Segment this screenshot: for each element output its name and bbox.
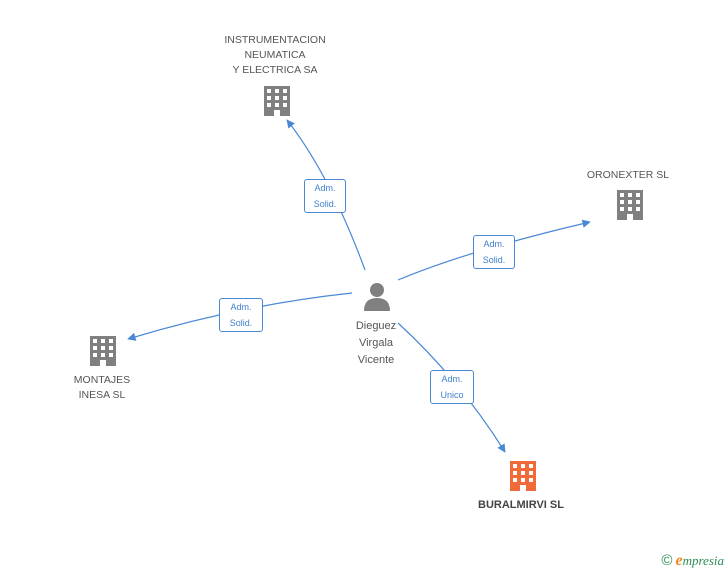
- person-icon[interactable]: [364, 283, 390, 311]
- relation-badge-oronexter[interactable]: Adm. Solid.: [473, 235, 515, 269]
- relation-badge-montajes[interactable]: Adm. Solid.: [219, 298, 263, 332]
- relation-badge-instrumentacion[interactable]: Adm. Solid.: [304, 179, 346, 213]
- relation-type: Solid.: [229, 318, 253, 328]
- building-icon[interactable]: [264, 86, 290, 116]
- relation-type: Solid.: [482, 255, 506, 265]
- relation-type: Solid.: [313, 199, 337, 209]
- copyright-icon: ©: [661, 552, 673, 569]
- node-label-buralmirvi[interactable]: BURALMIRVI SL: [478, 499, 564, 511]
- node-label-oronexter[interactable]: ORONEXTER SL: [586, 169, 670, 181]
- relation-type: Unico: [440, 390, 464, 400]
- footer-brand[interactable]: ©empresia: [661, 552, 724, 570]
- building-icon[interactable]: [90, 336, 116, 366]
- relation-badge-buralmirvi[interactable]: Adm. Unico: [430, 370, 474, 404]
- node-label-person[interactable]: Dieguez Virgala Vicente: [355, 320, 397, 366]
- brand-name: mpresia: [682, 553, 724, 568]
- relation-role: Adm.: [441, 374, 463, 384]
- node-label-instrumentacion[interactable]: INSTRUMENTACION NEUMATICA Y ELECTRICA SA: [224, 34, 326, 76]
- node-label-montajes[interactable]: MONTAJES INESA SL: [73, 374, 131, 401]
- building-icon[interactable]: [510, 461, 536, 491]
- relation-role: Adm.: [483, 239, 505, 249]
- brand-initial: e: [675, 552, 683, 569]
- building-icon[interactable]: [617, 190, 643, 220]
- relation-role: Adm.: [230, 302, 252, 312]
- relation-role: Adm.: [314, 183, 336, 193]
